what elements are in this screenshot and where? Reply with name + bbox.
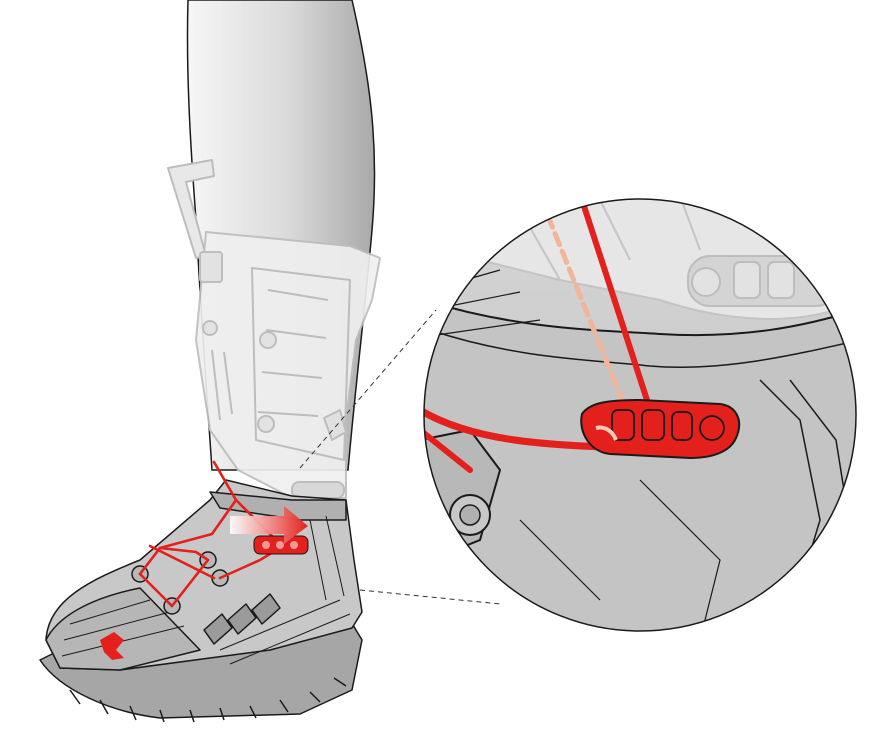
ankle-brace-ghost: [167, 159, 381, 499]
boot: [39, 479, 363, 723]
lace-lock-enlarged: [580, 398, 741, 460]
callout-lines: [299, 309, 501, 605]
brand-logo-icon: [100, 632, 124, 660]
magnifier-callout: [423, 198, 857, 632]
arrow-right-icon: [230, 506, 308, 544]
lace-lock-icon: [253, 535, 309, 555]
